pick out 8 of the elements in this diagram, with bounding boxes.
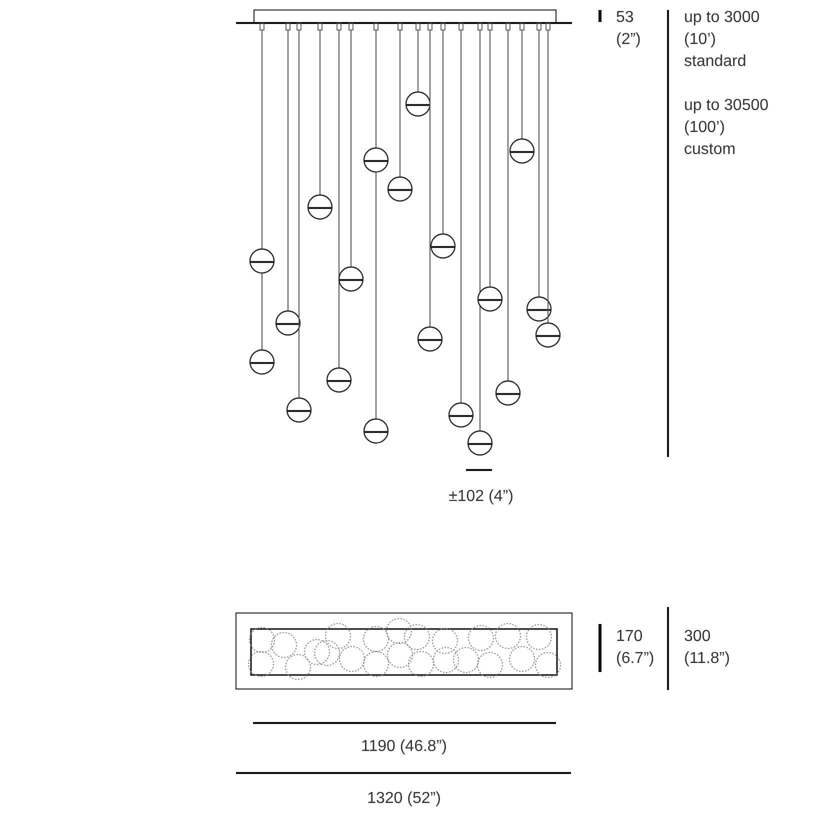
dimension-label: 1190 (46.8”) (360, 737, 448, 757)
dimension-label: 300 (11.8”) (684, 627, 731, 669)
dimension-label: 1320 (52”) (366, 789, 442, 809)
dimension-label: ±102 (4”) (448, 487, 514, 507)
dimension-label: up to 30500 (100’) custom (684, 96, 770, 160)
dimension-label: 170 (6.7”) (616, 627, 656, 669)
dimension-label: 53 (2”) (616, 8, 642, 50)
dimension-label: up to 3000 (10’) standard (684, 8, 761, 72)
